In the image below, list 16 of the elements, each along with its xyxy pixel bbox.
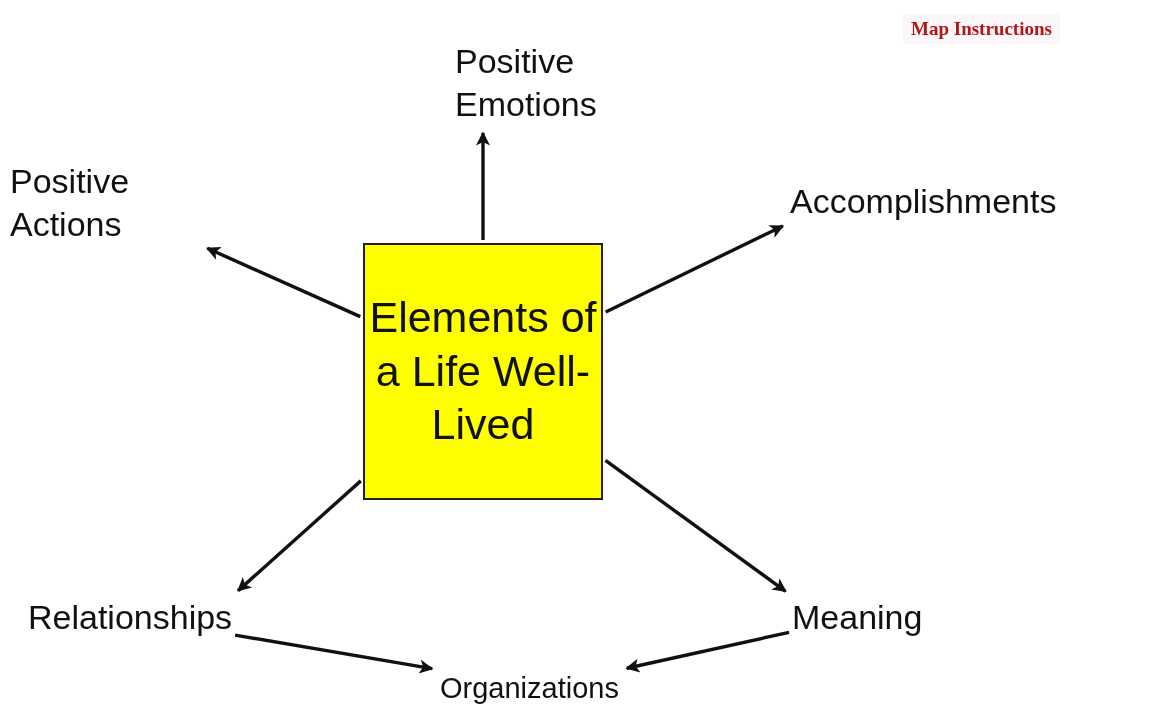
node-label: Accomplishments (790, 181, 1057, 222)
node-label: Organizations (440, 671, 619, 706)
process-box (363, 243, 603, 500)
node-label: Positive Emotions (455, 41, 598, 125)
arrow (236, 479, 362, 592)
box-label: Elements of a Life Well-Lived (368, 291, 598, 451)
node-label: Relationships (28, 597, 233, 638)
arrow (206, 246, 361, 319)
arrow (604, 224, 785, 314)
node-label: Meaning (792, 597, 923, 638)
node-label: Positive Actions (10, 161, 131, 245)
arrow (234, 633, 434, 674)
arrow (625, 630, 790, 673)
header-link: Map Instructions (903, 14, 1060, 44)
arrow (476, 131, 490, 240)
arrow (604, 459, 787, 593)
